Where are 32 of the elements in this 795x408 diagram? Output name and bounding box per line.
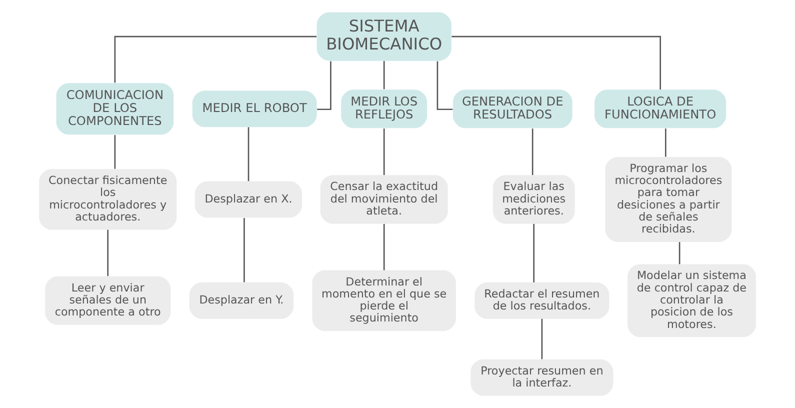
- node-box: MEDIR LOS REFLEJOS: [341, 90, 428, 128]
- node-box: GENERACION DE RESULTADOS: [452, 90, 572, 128]
- connector: [532, 128, 534, 175]
- node-box: Proyectar resumen en la interfaz.: [470, 359, 614, 396]
- node-box: Desplazar en Y.: [189, 282, 294, 319]
- node-box: Determinar el momento en el que se pierde el seguimiento: [312, 270, 456, 331]
- connector: [436, 61, 453, 110]
- node-box: Conectar fisicamente los microcontroladores y actuadores.: [39, 169, 177, 230]
- node-box: MEDIR EL ROBOT: [192, 90, 317, 128]
- node-box: Evaluar las mediciones anteriores.: [492, 175, 575, 224]
- connector: [114, 135, 116, 169]
- node-box: Censar la exactitud del movimiento del atleta.: [320, 175, 448, 224]
- node-box: Leer y enviar señales de un componente a otro: [45, 276, 171, 325]
- connector: [533, 224, 534, 282]
- connector: [114, 36, 317, 83]
- connector: [664, 128, 666, 157]
- connector: [541, 318, 543, 360]
- connector: [244, 218, 245, 282]
- node-box: Redactar el resumen de los resultados.: [474, 282, 610, 319]
- node-box: SISTEMA BIOMECANICO: [316, 12, 452, 61]
- connector: [383, 128, 385, 175]
- node-box: LOGICA DE FUNCIONAMIENTO: [594, 90, 726, 128]
- node-box: Programar los microcontroladores para tomar desiciones a partir de señales recibidas.: [605, 156, 732, 242]
- connector: [383, 224, 385, 270]
- connector: [383, 61, 385, 90]
- node-box: Desplazar en X.: [194, 181, 302, 218]
- node-box: Modelar un sistema de control capaz de controlar la posicion de los motores.: [627, 264, 756, 338]
- connector: [678, 242, 680, 264]
- connector: [107, 230, 109, 276]
- connector: [452, 36, 661, 90]
- connector: [248, 127, 250, 182]
- node-box: COMUNICACION DE LOS COMPONENTES: [56, 83, 174, 135]
